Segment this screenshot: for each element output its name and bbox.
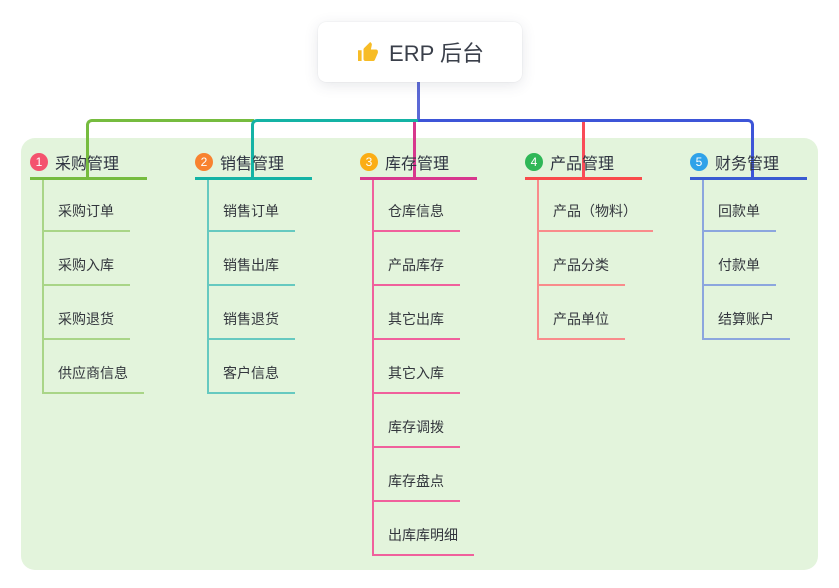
- connector-drop-product: [582, 121, 585, 179]
- node-other-inbound[interactable]: 其它入库: [374, 340, 460, 394]
- branch-heading-purchase[interactable]: 1 采购管理: [30, 146, 147, 180]
- branch-title: 库存管理: [385, 155, 450, 173]
- connector-elbow-finance: [418, 119, 754, 180]
- node-product-material[interactable]: 产品（物料）: [539, 180, 653, 232]
- branch-finance: 5 财务管理 回款单 付款单 结算账户: [690, 146, 820, 340]
- branch-heading-finance[interactable]: 5 财务管理: [690, 146, 807, 180]
- branch-children-purchase: 采购订单 采购入库 采购退货 供应商信息: [42, 180, 144, 394]
- node-purchase-order[interactable]: 采购订单: [44, 180, 130, 232]
- branch-sales: 2 销售管理 销售订单 销售出库 销售退货 客户信息: [195, 146, 325, 394]
- connector-elbow-purchase: [86, 119, 254, 180]
- node-settlement-account[interactable]: 结算账户: [704, 286, 790, 340]
- node-purchase-inbound[interactable]: 采购入库: [44, 232, 130, 286]
- node-product-unit[interactable]: 产品单位: [539, 286, 625, 340]
- branch-number-badge: 1: [30, 152, 48, 171]
- branch-product: 4 产品管理 产品（物料） 产品分类 产品单位: [525, 146, 655, 340]
- branch-title: 产品管理: [550, 155, 615, 173]
- node-product-stock[interactable]: 产品库存: [374, 232, 460, 286]
- node-sales-order[interactable]: 销售订单: [209, 180, 295, 232]
- node-customer-info[interactable]: 客户信息: [209, 340, 295, 394]
- mindmap-panel: [21, 138, 818, 570]
- branch-number-badge: 5: [690, 152, 708, 171]
- root-node-erp-backend[interactable]: ERP 后台: [318, 22, 522, 82]
- node-stock-detail[interactable]: 出库库明细: [374, 502, 474, 556]
- node-payment-order[interactable]: 付款单: [704, 232, 776, 286]
- branch-children-inventory: 仓库信息 产品库存 其它出库 其它入库 库存调拨 库存盘点 出库库明细: [372, 180, 474, 556]
- node-sales-return[interactable]: 销售退货: [209, 286, 295, 340]
- node-stock-transfer[interactable]: 库存调拨: [374, 394, 460, 448]
- connector-drop-inventory: [413, 121, 416, 179]
- branch-number-badge: 3: [360, 152, 378, 171]
- node-supplier-info[interactable]: 供应商信息: [44, 340, 144, 394]
- connector-root-stem: [417, 82, 420, 120]
- branch-title: 财务管理: [715, 155, 780, 173]
- node-other-outbound[interactable]: 其它出库: [374, 286, 460, 340]
- node-purchase-return[interactable]: 采购退货: [44, 286, 130, 340]
- root-node-label: ERP 后台: [389, 41, 484, 66]
- branch-children-sales: 销售订单 销售出库 销售退货 客户信息: [207, 180, 295, 394]
- branch-heading-inventory[interactable]: 3 库存管理: [360, 146, 477, 180]
- branch-title: 销售管理: [220, 155, 285, 173]
- branch-heading-sales[interactable]: 2 销售管理: [195, 146, 312, 180]
- branch-number-badge: 4: [525, 152, 543, 171]
- node-receipt-order[interactable]: 回款单: [704, 180, 776, 232]
- branch-purchase: 1 采购管理 采购订单 采购入库 采购退货 供应商信息: [30, 146, 160, 394]
- node-product-category[interactable]: 产品分类: [539, 232, 625, 286]
- node-warehouse-info[interactable]: 仓库信息: [374, 180, 460, 232]
- branch-heading-product[interactable]: 4 产品管理: [525, 146, 642, 180]
- branch-number-badge: 2: [195, 152, 213, 171]
- branch-children-product: 产品（物料） 产品分类 产品单位: [537, 180, 653, 340]
- branch-children-finance: 回款单 付款单 结算账户: [702, 180, 790, 340]
- branch-inventory: 3 库存管理 仓库信息 产品库存 其它出库 其它入库 库存调拨 库存盘点 出库库…: [360, 146, 490, 556]
- branch-title: 采购管理: [55, 155, 120, 173]
- node-stock-taking[interactable]: 库存盘点: [374, 448, 460, 502]
- thumbs-up-icon: [358, 42, 378, 61]
- connector-elbow-sales: [251, 119, 418, 180]
- node-sales-outbound[interactable]: 销售出库: [209, 232, 295, 286]
